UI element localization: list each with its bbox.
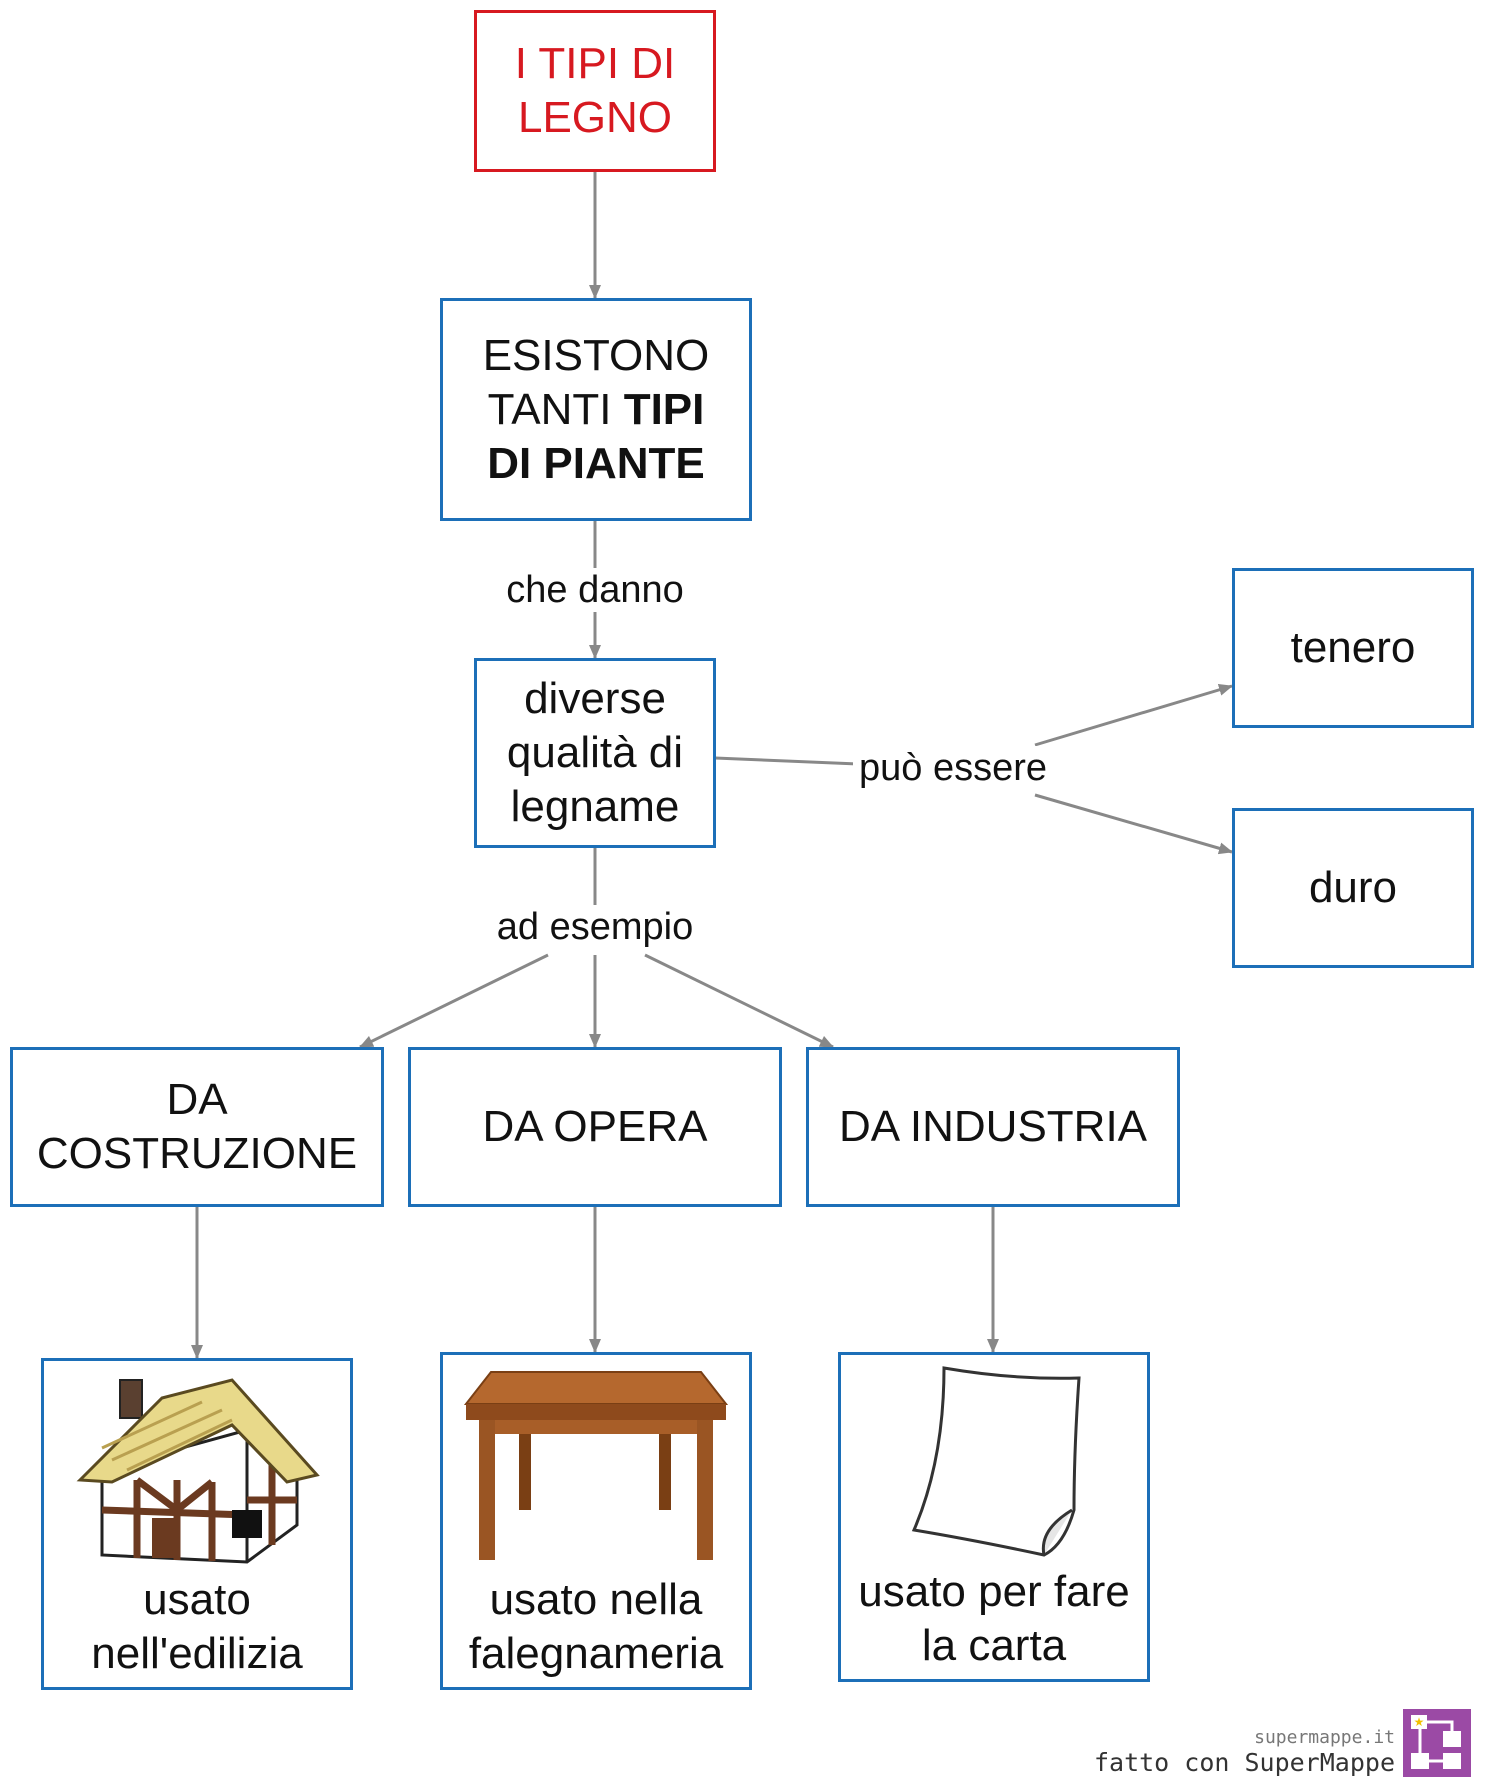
root-line-2: LEGNO <box>517 93 673 142</box>
industry-node: DA INDUSTRIA <box>806 1047 1180 1207</box>
construction-line-2: COSTRUZIONE <box>36 1129 358 1178</box>
table-picture <box>443 1355 749 1573</box>
soft-text: tenero <box>1290 623 1416 672</box>
plants-line-3: DI PIANTE <box>487 437 705 491</box>
building-caption-line-2: nell'edilizia <box>91 1629 303 1678</box>
quality-node: diverse qualità di legname <box>474 658 716 848</box>
root-node: I TIPI DI LEGNO <box>474 10 716 172</box>
supermappe-logo-icon: ★ <box>1403 1709 1471 1777</box>
root-line-1: I TIPI DI <box>514 39 676 88</box>
svg-text:★: ★ <box>1414 1715 1425 1729</box>
quality-line-1: diverse <box>524 674 666 723</box>
watermark: supermappe.it fatto con SuperMappe ★ <box>1094 1709 1471 1777</box>
paper-sheet-icon <box>911 1366 1081 1557</box>
house-picture <box>44 1361 350 1573</box>
house-icon <box>76 1377 320 1564</box>
edge-can-be-soft <box>1034 683 1233 747</box>
building-caption-line-1: usato <box>143 1575 251 1624</box>
table-icon <box>463 1371 729 1560</box>
quality-line-3: legname <box>510 782 680 831</box>
link-give: che danno <box>500 568 690 612</box>
watermark-text: supermappe.it fatto con SuperMappe <box>1094 1727 1395 1777</box>
edge-can-be-hard <box>1034 793 1233 855</box>
link-example: ad esempio <box>490 905 700 949</box>
plants-line-2: TANTI TIPI <box>488 383 705 437</box>
work-node: DA OPERA <box>408 1047 782 1207</box>
hard-text: duro <box>1308 863 1398 912</box>
carpentry-caption-line-2: falegnameria <box>468 1629 724 1678</box>
building-caption: usato nell'edilizia <box>91 1573 302 1687</box>
link-can-be: può essere <box>852 746 1054 790</box>
carpentry-caption: usato nella falegnameria <box>469 1573 723 1687</box>
industry-line-1: DA INDUSTRIA <box>838 1102 1148 1151</box>
soft-node: tenero <box>1232 568 1474 728</box>
paper-use-node: usato per fare la carta <box>838 1352 1150 1682</box>
plants-node: ESISTONO TANTI TIPI DI PIANTE <box>440 298 752 521</box>
carpentry-use-node: usato nella falegnameria <box>440 1352 752 1690</box>
plants-line-2-bold: TIPI <box>623 384 705 434</box>
plants-line-3-bold: DI PIANTE <box>487 438 705 488</box>
hard-node: duro <box>1232 808 1474 968</box>
quality-line-2: qualità di <box>506 728 684 777</box>
edge-example-construction <box>359 953 549 1049</box>
building-use-node: usato nell'edilizia <box>41 1358 353 1690</box>
plants-line-2-plain: TANTI <box>487 384 624 434</box>
watermark-site: supermappe.it <box>1254 1727 1395 1748</box>
watermark-made-with: fatto con SuperMappe <box>1093 1748 1395 1777</box>
construction-node: DA COSTRUZIONE <box>10 1047 384 1207</box>
paper-caption-line-2: la carta <box>921 1621 1067 1670</box>
carpentry-caption-line-1: usato nella <box>489 1575 703 1624</box>
paper-caption: usato per fare la carta <box>858 1565 1130 1679</box>
plants-line-1: ESISTONO <box>482 330 710 380</box>
paper-picture <box>841 1355 1147 1565</box>
paper-caption-line-1: usato per fare <box>858 1567 1130 1616</box>
construction-line-1: DA <box>166 1075 228 1124</box>
work-line-1: DA OPERA <box>482 1102 708 1151</box>
edge-quality-can-be <box>714 756 859 766</box>
edge-example-industry <box>644 953 834 1049</box>
